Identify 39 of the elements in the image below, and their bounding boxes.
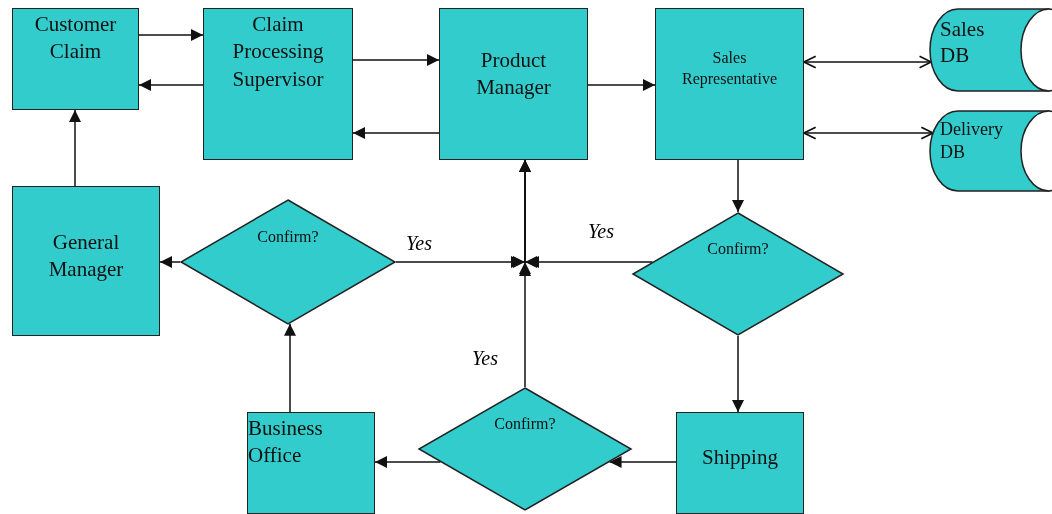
node-label: Product Manager — [475, 46, 552, 101]
arrow — [69, 109, 81, 187]
node-label: Shipping — [702, 444, 778, 472]
arrow — [284, 323, 296, 413]
node-label: Customer Claim — [33, 11, 118, 66]
arrow — [352, 54, 440, 66]
process-box — [203, 8, 353, 160]
database-cylinder — [930, 8, 1050, 92]
process-box — [247, 412, 375, 514]
node-label: Sales DB — [940, 16, 986, 69]
arrow — [138, 79, 204, 91]
node-label: Sales Representative — [680, 48, 779, 90]
node-label: Claim Processing Supervisor — [231, 11, 325, 93]
node-label: Business Office — [248, 415, 324, 470]
node-label: General Manager — [47, 228, 125, 283]
process-box — [655, 8, 804, 160]
process-box — [439, 8, 588, 160]
arrow — [732, 335, 744, 413]
process-box — [676, 412, 804, 514]
arrow — [138, 29, 204, 41]
node-label: Delivery DB — [940, 118, 1004, 163]
arrow — [732, 159, 744, 213]
arrow — [803, 55, 933, 69]
arrow — [587, 79, 656, 91]
process-box — [12, 8, 139, 110]
decision-diamond — [632, 212, 844, 336]
arrow — [519, 159, 531, 388]
arrow — [159, 256, 181, 268]
node-label: Confirm? — [494, 414, 556, 435]
process-box — [12, 186, 160, 336]
arrow — [352, 127, 440, 139]
decision-diamond — [418, 387, 632, 511]
node-label: Confirm? — [707, 239, 769, 260]
arrow — [374, 456, 442, 468]
arrow — [608, 456, 677, 468]
database-cylinder — [930, 110, 1050, 192]
decision-diamond — [180, 199, 396, 325]
node-label: Confirm? — [257, 226, 319, 247]
arrow — [803, 126, 934, 140]
